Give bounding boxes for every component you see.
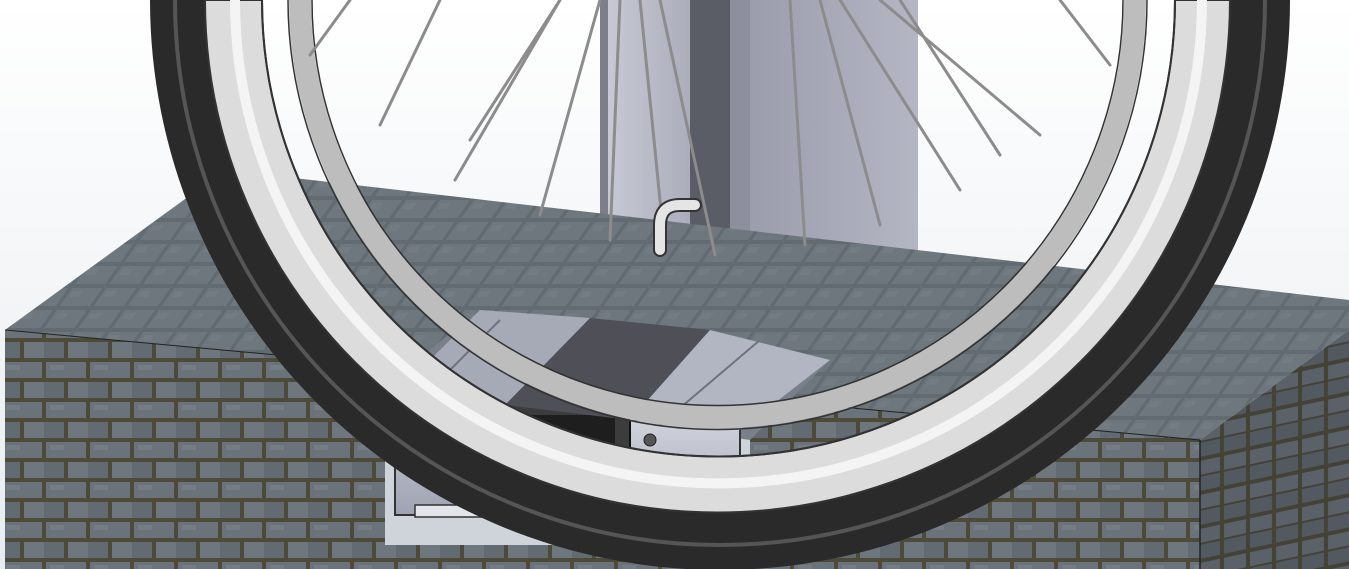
support-post [600, 0, 918, 250]
tire [150, 0, 1290, 569]
valve [653, 198, 702, 257]
spokes [308, 0, 1112, 257]
wheel [150, 0, 1290, 569]
paving-side-face [1200, 330, 1349, 569]
